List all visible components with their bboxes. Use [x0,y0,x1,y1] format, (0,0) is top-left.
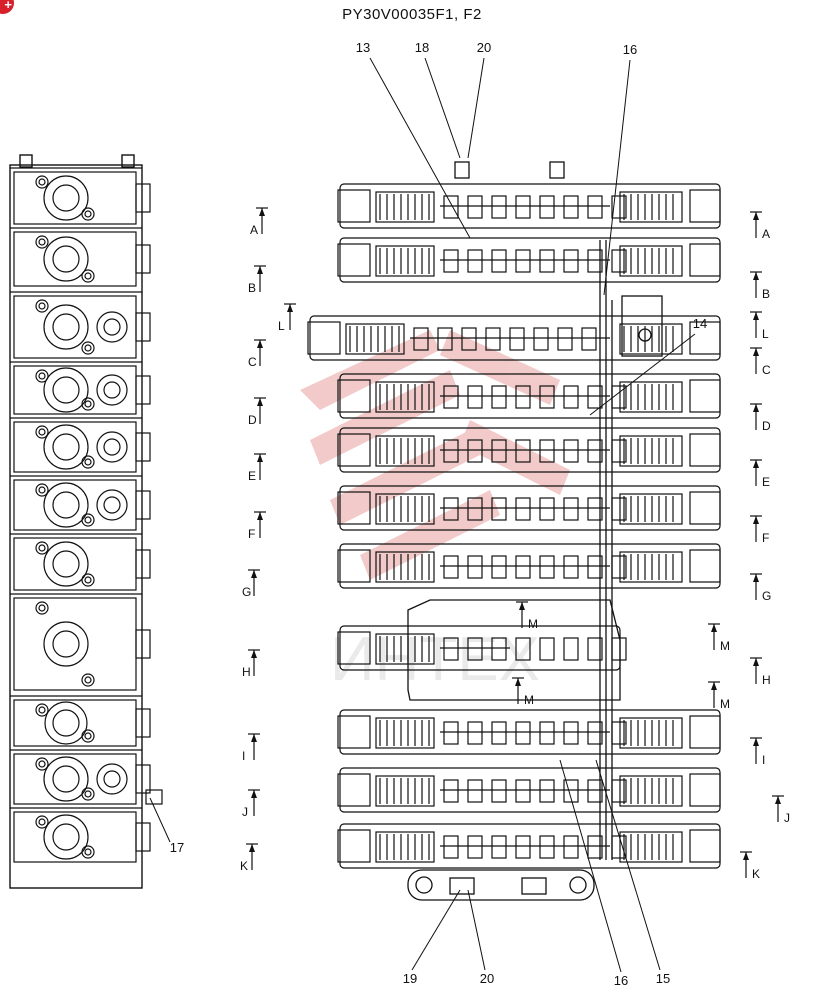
section-marker-a: A [250,207,268,237]
section-marker-e: E [750,459,770,489]
section-marker-m: M [516,601,538,631]
svg-text:D: D [762,419,771,433]
svg-text:L: L [762,327,769,341]
valve-section-row [337,543,721,589]
svg-text:B: B [762,287,770,301]
svg-text:M: M [720,639,730,653]
section-marker-g: G [242,569,260,599]
valve-section-row [337,709,721,755]
section-marker-b: B [750,271,770,301]
svg-text:F: F [248,527,255,541]
svg-text:H: H [762,673,771,687]
section-marker-a: A [750,211,770,241]
svg-text:E: E [248,469,256,483]
svg-text:19: 19 [403,971,417,986]
svg-text:M: M [524,693,534,707]
svg-text:14: 14 [693,316,707,331]
svg-text:16: 16 [623,42,637,57]
callout-16: 16 [559,759,628,988]
callout-14: 14 [589,316,707,416]
section-marker-g: G [750,573,771,603]
valve-section-row [337,373,721,419]
svg-text:E: E [762,475,770,489]
svg-text:20: 20 [477,40,491,55]
svg-text:D: D [248,413,257,427]
section-marker-i: I [242,733,260,763]
svg-text:I: I [242,749,245,763]
svg-text:G: G [762,589,771,603]
section-marker-k: K [240,843,258,873]
callout-15: 15 [595,759,670,986]
section-marker-d: D [750,403,771,433]
section-marker-h: H [750,657,771,687]
section-marker-b: B [248,265,266,295]
callout-17: 17 [149,797,184,855]
section-marker-e: E [248,453,266,483]
section-marker-i: I [750,737,765,767]
svg-text:18: 18 [415,40,429,55]
svg-text:16: 16 [614,973,628,988]
svg-text:I: I [762,753,765,767]
section-marker-m: M [708,623,730,653]
svg-text:15: 15 [656,971,670,986]
svg-text:J: J [784,811,790,825]
valve-section-row [337,767,721,813]
svg-text:H: H [242,665,251,679]
svg-text:J: J [242,805,248,819]
svg-text:A: A [250,223,258,237]
section-marker-f: F [248,511,266,541]
section-marker-k: K [740,851,760,881]
section-marker-h: H [242,649,260,679]
svg-text:K: K [240,859,248,873]
svg-text:L: L [278,319,285,333]
svg-text:C: C [762,363,771,377]
watermark-text: ИНТЕХ [330,625,540,694]
valve-section-row [337,237,721,283]
valve-section-row [337,485,721,531]
callout-20: 20 [467,40,491,159]
part-callouts: 13 18 20 16 14 19 20 16 15 17 [149,40,707,988]
svg-text:M: M [528,617,538,631]
valve-section-row [337,625,627,671]
valve-section-row [337,427,721,473]
svg-text:20: 20 [480,971,494,986]
section-marker-m: M [708,681,730,711]
callout-13: 13 [356,40,471,239]
section-marker-j: J [772,795,790,825]
valve-section-row [337,823,721,869]
valve-section-row [337,183,721,229]
callout-16: 16 [603,42,637,296]
svg-text:17: 17 [170,840,184,855]
section-marker-l: L [750,311,769,341]
section-marker-c: C [248,339,266,369]
drawing-title: PY30V00035F1, F2 [342,6,482,23]
svg-text:K: K [752,867,760,881]
svg-text:C: C [248,355,257,369]
corner-badge-icon: + [0,0,14,14]
svg-text:B: B [248,281,256,295]
svg-text:A: A [762,227,770,241]
section-marker-l: L [278,303,296,333]
callout-18: 18 [415,40,461,159]
callout-19: 19 [403,889,461,986]
section-marker-f: F [750,515,769,545]
section-markers: A B C D E F G H I J K L A B L C D E F G H I J K M M M M [240,207,790,881]
section-marker-c: C [750,347,771,377]
svg-text:G: G [242,585,251,599]
section-marker-d: D [248,397,266,427]
valve-section-row [307,315,721,361]
svg-text:13: 13 [356,40,370,55]
section-marker-j: J [242,789,260,819]
callout-20: 20 [467,889,494,986]
section-marker-m: M [512,677,534,707]
svg-text:M: M [720,697,730,711]
side-view-valve-stack [9,154,143,889]
svg-text:F: F [762,531,769,545]
